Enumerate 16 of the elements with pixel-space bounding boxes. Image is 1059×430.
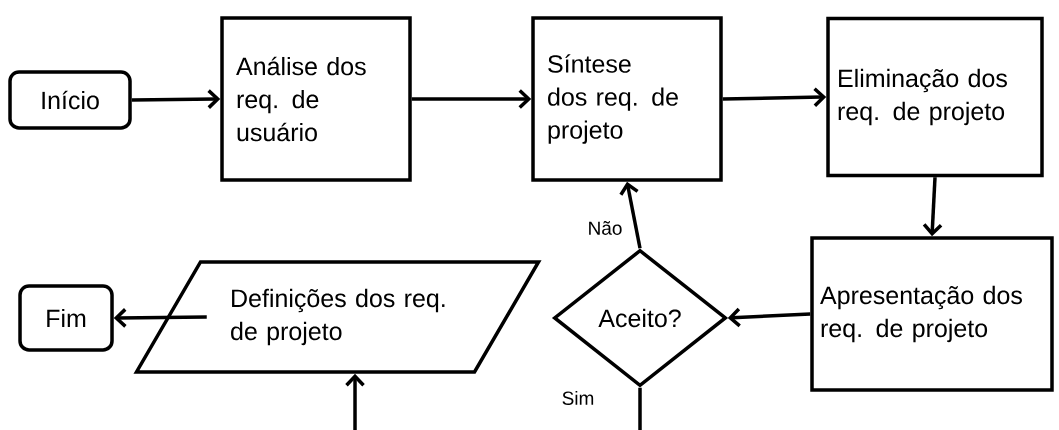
process-box: Eliminação dos req. de projeto: [826, 16, 1044, 178]
terminal-box: Fim: [18, 284, 114, 352]
edge-label: Sim: [560, 390, 596, 406]
arrow: [411, 89, 532, 109]
arrow: [113, 308, 207, 328]
edge-label: Não: [586, 220, 624, 236]
process-box: Análise dos req. de usuário: [220, 16, 412, 182]
process-box: Apresentação dos req. de projeto: [810, 236, 1054, 392]
arrow: [619, 181, 642, 249]
arrow: [727, 307, 811, 328]
arrow: [131, 89, 221, 109]
terminal-box: Início: [8, 70, 132, 130]
arrow: [345, 373, 365, 430]
process-box: Síntese dos req. de projeto: [531, 16, 723, 182]
arrow: [922, 177, 943, 237]
arrow: [722, 87, 827, 107]
